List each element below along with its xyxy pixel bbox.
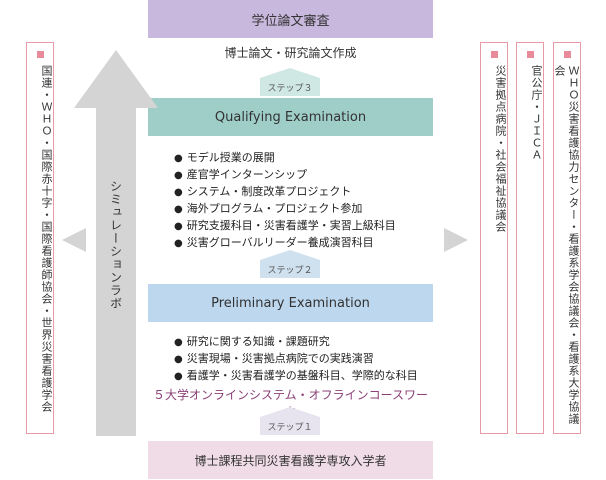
list-item: モデル授業の展開 [174,150,396,167]
step3-label: ステップ３ [260,78,320,96]
right-partner-box-1: 災害拠点病院・社会福祉協議会 [480,42,508,434]
right-partner-text-2: 官公庁・ＪＩＣＡ [530,65,543,161]
step1-label: ステップ１ [260,417,320,435]
qualifying-examination-box: Qualifying Examination [148,98,433,136]
right-partner-box-3: ＷＨＯ災害看護協力センター・看護系学会協議会・看護系大学協議会 [553,42,581,434]
right-partner-box-2: 官公庁・ＪＩＣＡ [516,42,544,434]
step2-arrow-icon [260,250,320,260]
simulation-lab-arrow-icon [74,50,158,436]
square-marker-icon [490,51,498,58]
left-partner-box: 国連・ＷＨＯ・国際赤十字・国際看護師協会・世界災害看護学会 [26,42,54,434]
list-item: 看護学・災害看護学の基盤科目、学際的な科目 [174,368,418,385]
qualifying-items-list: モデル授業の展開 産官学インターンシップ システム・制度改革プロジェクト 海外プ… [174,150,396,252]
square-marker-icon [526,51,534,58]
step2-label: ステップ２ [260,260,320,278]
preliminary-items-list: 研究に関する知識・課題研究 災害現場・災害拠点病院での実践演習 看護学・災害看護… [174,334,418,385]
list-item: システム・制度改革プロジェクト [174,184,396,201]
step1-arrow-icon [260,407,320,417]
list-item: 研究支援科目・災害看護学・実習上級科目 [174,218,396,235]
left-partner-text: 国連・ＷＨＯ・国際赤十字・国際看護師協会・世界災害看護学会 [40,65,53,413]
degree-thesis-review-banner: 学位論文審査 [148,0,433,38]
left-arrow-icon [62,228,86,252]
step3-arrow-icon [260,68,320,78]
simulation-lab-label: シミュレーションラボ [108,180,123,310]
right-arrow-icon [444,228,468,252]
right-partner-text-3: ＷＨＯ災害看護協力センター・看護系学会協議会・看護系大学協議会 [553,65,580,425]
square-marker-icon [563,51,571,58]
preliminary-examination-box: Preliminary Examination [148,284,433,322]
list-item: 研究に関する知識・課題研究 [174,334,418,351]
list-item: 災害現場・災害拠点病院での実践演習 [174,351,418,368]
enrollee-banner: 博士課程共同災害看護学専攻入学者 [148,441,433,479]
right-partner-text-1: 災害拠点病院・社会福祉協議会 [494,65,507,233]
list-item: 産官学インターンシップ [174,167,396,184]
square-marker-icon [36,51,44,58]
thesis-writing-label: 博士論文・研究論文作成 [224,46,357,60]
list-item: 海外プログラム・プロジェクト参加 [174,201,396,218]
list-item: 災害グローバルリーダー養成演習科目 [174,235,396,252]
